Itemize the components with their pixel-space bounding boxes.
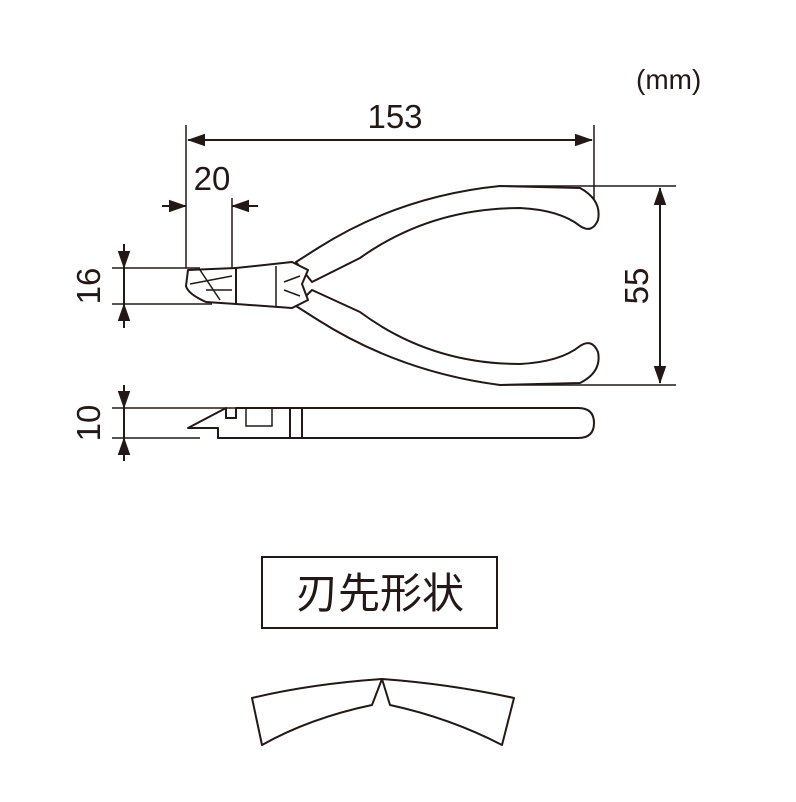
head-width-value: 16 [70, 268, 107, 305]
side-head [187, 407, 291, 439]
left-blade-profile [251, 678, 383, 746]
section-label: 刃先形状 [296, 569, 464, 618]
head-width-dimension: 16 [70, 244, 212, 328]
handle-spread-dimension: 55 [500, 185, 676, 386]
upper-handle [295, 185, 600, 283]
section-label-box: 刃先形状 [261, 556, 498, 629]
handle-spread-value: 55 [618, 268, 655, 305]
head-length-dimension: 20 [162, 160, 258, 268]
unit-label: (mm) [636, 64, 701, 95]
head-length-value: 20 [194, 160, 231, 197]
right-blade-profile [381, 678, 515, 746]
pliers-top-view [185, 185, 600, 386]
length-dimension: 153 [185, 98, 595, 268]
side-joint [289, 407, 303, 439]
blade-edge-profile [251, 678, 515, 746]
lower-handle [295, 289, 600, 386]
thickness-value: 10 [70, 405, 107, 442]
side-handle [301, 407, 595, 439]
thickness-dimension: 10 [70, 385, 300, 461]
pliers-side-view [187, 407, 595, 439]
joint [235, 261, 309, 309]
length-value: 153 [367, 98, 422, 135]
